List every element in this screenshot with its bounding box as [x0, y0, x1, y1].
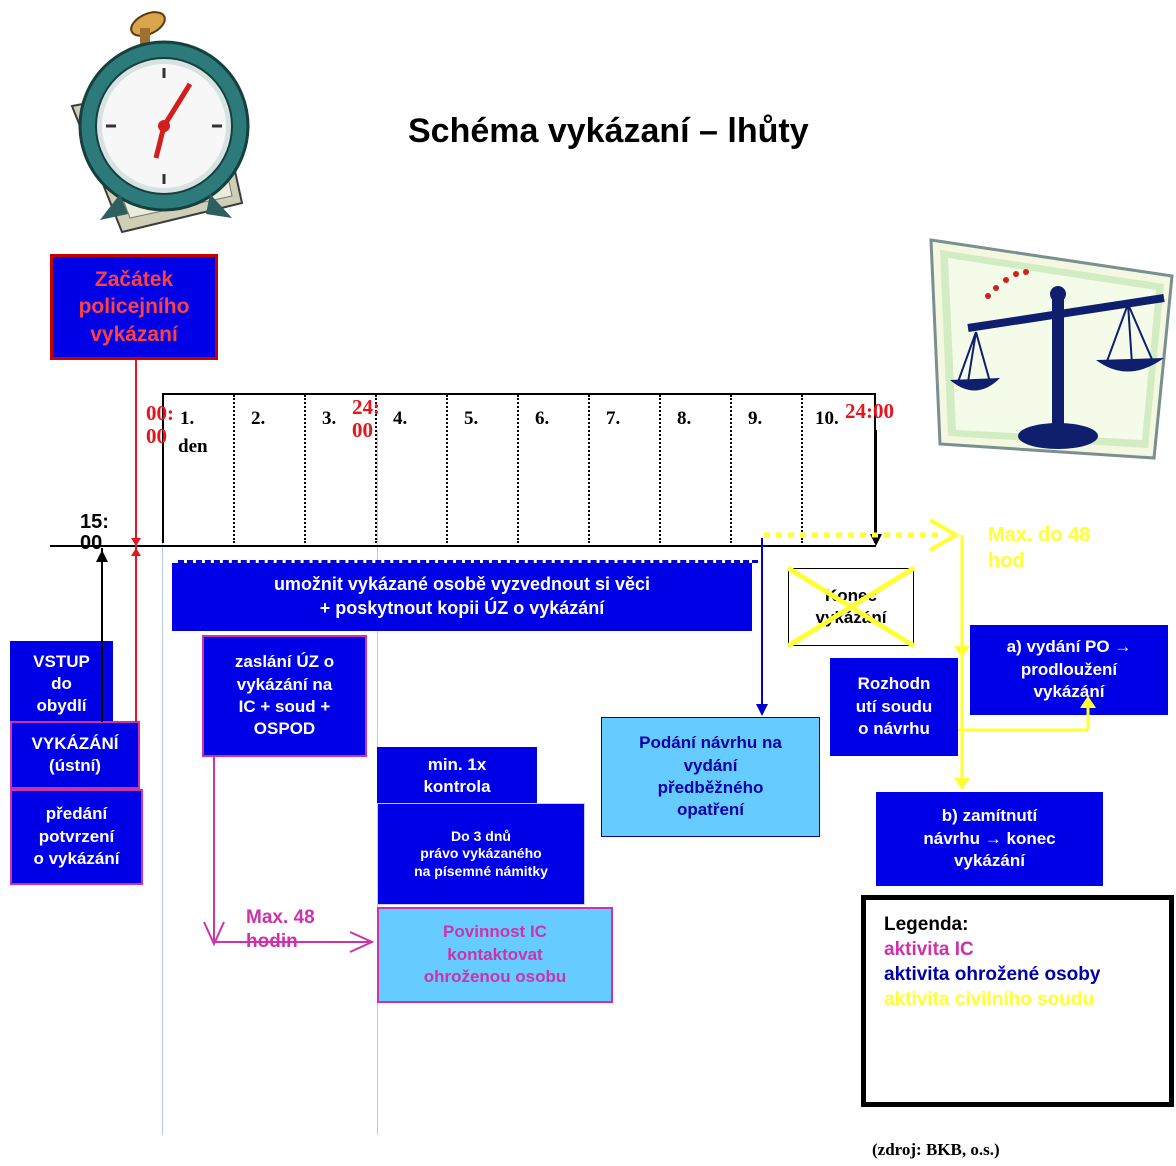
day-10-end-time-label: 24:00: [845, 399, 894, 423]
confirmation-label: předání potvrzení o vykázání: [33, 804, 120, 869]
control-label: min. 1x kontrola: [423, 754, 491, 796]
day-label: 3.: [322, 408, 337, 429]
day-label: 9.: [748, 408, 763, 429]
proposal-label: Podání návrhu na vydání předběžného opat…: [639, 733, 782, 820]
day-divider: [659, 395, 661, 543]
day-label: 6.: [535, 408, 550, 429]
proposal-box: Podání návrhu na vydání předběžného opat…: [601, 717, 820, 837]
time-axis-line: [50, 545, 876, 547]
day-label: 1.: [180, 408, 195, 429]
enable-collection-label: umožnit vykázané osobě vyzvednout si věc…: [273, 574, 651, 618]
objection-label: Do 3 dnů právo vykázaného na písemné nám…: [414, 828, 548, 879]
court-decision-label: Rozhodn utí soudu o návrhu: [855, 674, 933, 739]
enable-collection-box: umožnit vykázané osobě vyzvednout si věc…: [172, 563, 752, 631]
legend-box: Legenda: aktivita IC aktivita ohrožené o…: [861, 895, 1174, 1107]
legend-ic: aktivita IC: [884, 939, 974, 961]
day-divider: [446, 395, 448, 543]
day-label: 8.: [677, 408, 692, 429]
day-divider: [517, 395, 519, 543]
day-word-label: den: [178, 436, 208, 457]
day-label: 2.: [251, 408, 266, 429]
dashed-timeline: [178, 560, 758, 563]
legend-person: aktivita ohrožené osoby: [884, 964, 1101, 986]
entry-label: VSTUP do obydlí: [33, 652, 90, 716]
verbal-eviction-label: VYKÁZÁNÍ (ústní): [31, 733, 119, 775]
objection-box: Do 3 dnů právo vykázaného na písemné nám…: [377, 803, 585, 905]
day-label: 5.: [464, 408, 479, 429]
send-report-label: zaslání ÚZ o vykázání na IC + soud + OSP…: [234, 652, 335, 739]
page-title: Schéma vykázaní – lhůty: [408, 112, 809, 150]
entry-box: VSTUP do obydlí: [10, 641, 113, 721]
day-1-start-guide: [162, 430, 163, 1135]
day-label: 10.: [815, 408, 839, 429]
max-48-hours-label: Max. 48 hodin: [246, 907, 315, 952]
day-divider: [375, 395, 377, 543]
ic-duty-label: Povinnost IC kontaktovat ohroženou osobu: [423, 922, 567, 987]
day-divider: [801, 395, 803, 543]
source-label: (zdroj: BKB, o.s.): [872, 1140, 1000, 1159]
day-divider: [730, 395, 732, 543]
day-label: 4.: [393, 408, 408, 429]
issue-po-box: a) vydání PO → prodloužení vykázání: [970, 625, 1168, 715]
send-report-box: zaslání ÚZ o vykázání na IC + soud + OSP…: [202, 635, 367, 757]
start-of-eviction-box: Začátek policejního vykázaní: [50, 254, 218, 360]
day-divider: [588, 395, 590, 543]
day-3-end-time-label: 24: 00: [352, 395, 380, 443]
day-label: 7.: [606, 408, 621, 429]
day-divider: [304, 395, 306, 543]
entry-time-label: 15: 00: [80, 511, 109, 554]
court-decision-box: Rozhodn utí soudu o návrhu: [830, 658, 958, 756]
cross-mark-icon: [786, 566, 916, 648]
reject-label: b) zamítnutí návrhu → konec vykázání: [923, 806, 1056, 871]
legend-court: aktivita civilního soudu: [884, 989, 1095, 1011]
timeline-top-line: [162, 393, 876, 395]
issue-po-label: a) vydání PO → prodloužení vykázání: [1006, 637, 1132, 702]
alarm-clock-icon: [70, 11, 250, 234]
start-of-eviction-label: Začátek policejního vykázaní: [78, 268, 190, 346]
confirmation-box: předání potvrzení o vykázání: [10, 789, 143, 885]
reject-box: b) zamítnutí návrhu → konec vykázání: [876, 792, 1103, 886]
timeline-left-border: [162, 393, 164, 543]
scales-of-justice-icon: [929, 238, 1174, 460]
control-box: min. 1x kontrola: [377, 747, 537, 805]
verbal-eviction-box: VYKÁZÁNÍ (ústní): [10, 721, 140, 789]
day-divider: [233, 395, 235, 543]
max-48-court-label: Max. do 48 hod: [988, 524, 1091, 572]
start-time-label: 00: 00: [146, 401, 174, 449]
legend-title: Legenda:: [884, 914, 969, 935]
ic-duty-box: Povinnost IC kontaktovat ohroženou osobu: [377, 907, 613, 1003]
